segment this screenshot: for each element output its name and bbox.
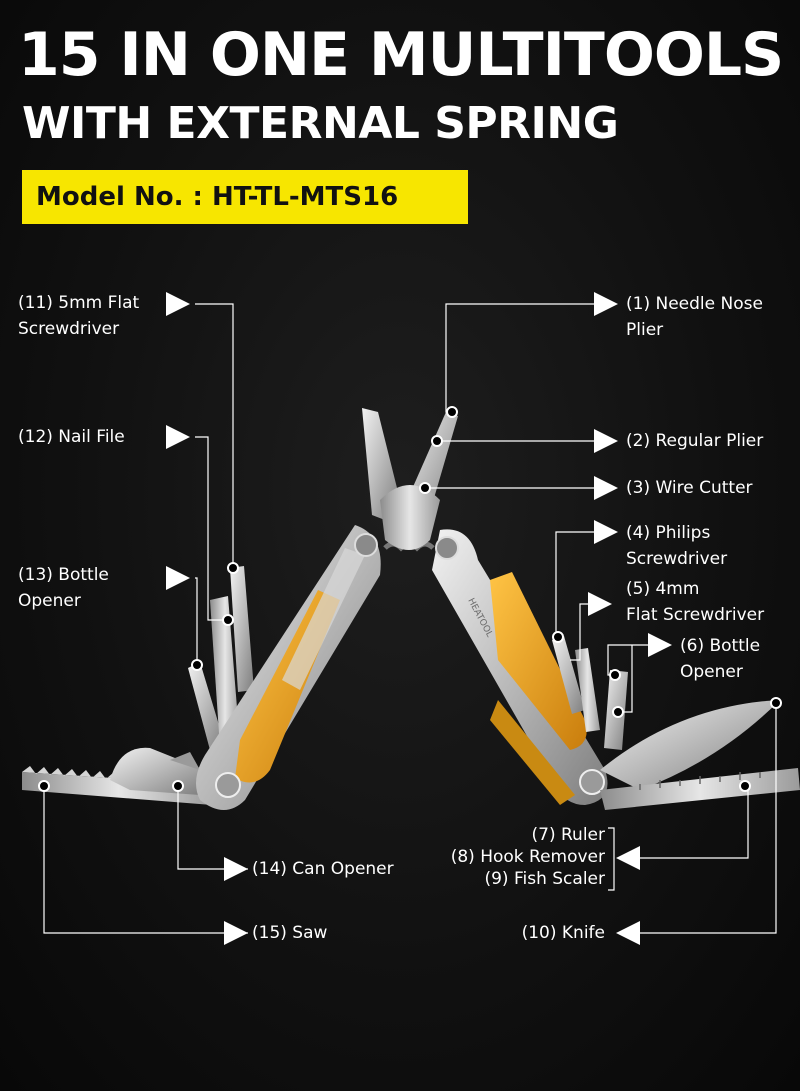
left-handle <box>196 525 381 810</box>
label-bottle-opener-left: (13) Bottle Opener <box>18 565 109 611</box>
right-handle <box>432 529 608 805</box>
philips-screwdriver <box>552 636 585 714</box>
label-nail-file: (12) Nail File <box>18 427 125 447</box>
nail-file <box>210 596 240 748</box>
label-knife: (10) Knife <box>521 923 605 943</box>
label-philips-screwdriver: (4) Philips Screwdriver <box>626 523 728 569</box>
model-number-badge: Model No. : HT-TL-MTS16 <box>22 170 468 224</box>
title-line-2: WITH EXTERNAL SPRING <box>22 98 619 149</box>
flat-screwdriver-4mm <box>575 648 600 732</box>
label-hook-remover: (8) Hook Remover <box>450 847 605 867</box>
label-saw: (15) Saw <box>252 923 328 943</box>
title-line-1: 15 IN ONE MULTITOOLS <box>18 20 784 90</box>
bottle-opener-left <box>188 662 225 750</box>
label-4mm-flat-screwdriver: (5) 4mm Flat Screwdriver <box>626 579 765 625</box>
label-regular-plier: (2) Regular Plier <box>626 431 764 451</box>
label-bottle-opener-right: (6) Bottle Opener <box>680 636 761 682</box>
label-5mm-flat-screwdriver: (11) 5mm Flat Screwdriver <box>18 293 140 339</box>
label-ruler-hook-fish: (7) Ruler (8) Hook Remover (9) Fish Scal… <box>451 824 605 890</box>
label-can-opener: (14) Can Opener <box>252 859 394 879</box>
label-needle-nose-plier: (1) Needle Nose Plier <box>626 294 763 340</box>
plier-jaws <box>362 408 458 550</box>
label-wire-cutter: (3) Wire Cutter <box>626 478 753 498</box>
flat-screwdriver-5mm <box>230 566 254 692</box>
ruler-blade <box>600 768 800 810</box>
label-ruler: (7) Ruler <box>531 825 605 845</box>
label-fish-scaler: (9) Fish Scaler <box>484 869 605 889</box>
knife-blade <box>600 700 780 790</box>
